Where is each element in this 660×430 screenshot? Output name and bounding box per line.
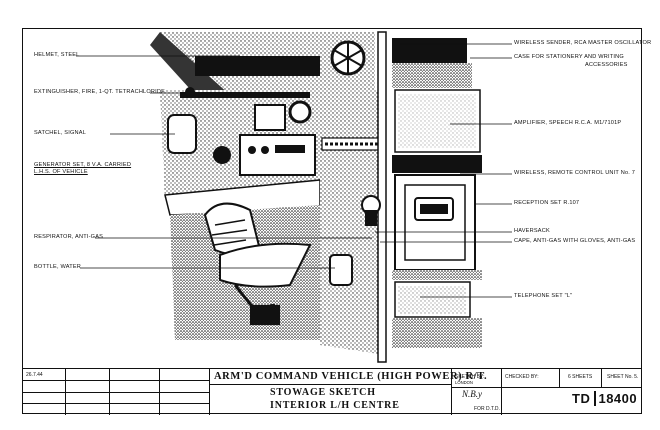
sheets-count: 6 SHEETS xyxy=(568,374,593,380)
label-telephone-set: TELEPHONE SET "L" xyxy=(514,293,573,299)
sketch-by-label: SKETCH BY: xyxy=(455,374,485,380)
sheet-number: SHEET No. 5. xyxy=(607,374,639,380)
title-block: 26.7.44 ARM'D COMMAND VEHICLE (HIGH POWE… xyxy=(22,368,642,415)
label-wireless-sender: WIRELESS SENDER, RCA MASTER OSCILLATOR xyxy=(514,40,652,46)
sketch-by-name: LONDON xyxy=(455,380,473,385)
drawing-title-line3: INTERIOR L/H CENTRE xyxy=(270,400,400,411)
for-dtd: FOR D.T.D. xyxy=(474,406,500,412)
checked-by-label: CHECKED BY: xyxy=(505,374,539,380)
label-stationery-case: CASE FOR STATIONERY AND WRITING xyxy=(514,54,624,60)
td-prefix: TD xyxy=(572,391,591,406)
drawing-sheet xyxy=(22,28,642,414)
label-generator-set: GENERATOR SET, 8 V.A. CARRIED xyxy=(34,162,132,168)
label-stationery-accessories: ACCESSORIES xyxy=(585,62,628,68)
label-extinguisher: EXTINGUISHER, FIRE, 1-QT. TETRACHLORIDE xyxy=(34,89,166,95)
label-amplifier-speech: AMPLIFIER, SPEECH R.C.A. M1/7101P xyxy=(514,120,622,126)
label-respirator: RESPIRATOR, ANTI-GAS xyxy=(34,234,104,240)
label-generator-set-location: L.H.S. OF VEHICLE xyxy=(34,169,88,175)
label-haversack: HAVERSACK xyxy=(514,228,550,234)
label-helmet-steel: HELMET, STEEL xyxy=(34,52,80,58)
title-cell xyxy=(210,369,452,415)
drawing-date: 26.7.44 xyxy=(26,372,43,378)
label-reception-set: RECEPTION SET R.107 xyxy=(514,200,580,206)
td-drawing-number: 18400 xyxy=(594,391,638,406)
label-bottle-water: BOTTLE, WATER xyxy=(34,264,82,270)
td-number: TD 18400 xyxy=(572,391,638,406)
label-satchel-signal: SATCHEL, SIGNAL xyxy=(34,130,87,136)
approval-signature: N.B.y xyxy=(462,389,482,399)
label-remote-control-unit: WIRELESS, REMOTE CONTROL UNIT No. 7 xyxy=(514,170,636,176)
label-cape-anti-gas: CAPE, ANTI-GAS WITH GLOVES, ANTI-GAS xyxy=(514,238,636,244)
drawing-title-line2: STOWAGE SKETCH xyxy=(270,387,376,398)
drawing-title-line1: ARM'D COMMAND VEHICLE (HIGH POWER) R/T. xyxy=(214,371,488,382)
